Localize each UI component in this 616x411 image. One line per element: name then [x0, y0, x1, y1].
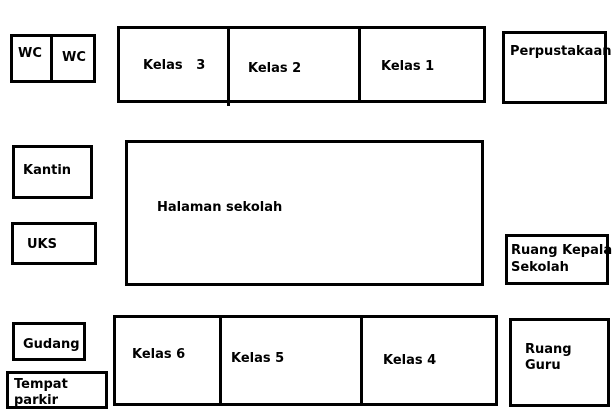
- kelas-2-1-divider: [358, 26, 361, 103]
- kelas-5-label: Kelas 5: [231, 351, 285, 366]
- uks-room: [11, 222, 97, 265]
- gudang-label: Gudang: [23, 337, 80, 352]
- kelas-4-label: Kelas 4: [383, 353, 437, 368]
- wc-divider: [50, 34, 53, 83]
- ruang-kepala-line2-label: Sekolah: [511, 260, 569, 275]
- kelas-1-label: Kelas 1: [381, 59, 435, 74]
- tempat-parkir-line1-label: Tempat: [14, 377, 68, 392]
- halaman-sekolah-label: Halaman sekolah: [157, 200, 283, 215]
- ruang-kepala-sekolah-room: [505, 234, 609, 285]
- halaman-sekolah-area: [125, 140, 484, 286]
- kantin-room: [12, 145, 93, 199]
- ruang-guru-line1-label: Ruang: [525, 342, 572, 357]
- bottom-classroom-block: [113, 315, 498, 406]
- kelas-6-5-divider: [219, 315, 222, 406]
- ruang-guru-line2-label: Guru: [525, 358, 561, 373]
- uks-label: UKS: [27, 237, 57, 252]
- kelas-3-2-divider: [227, 26, 230, 106]
- gudang-room: [12, 322, 86, 361]
- ruang-kepala-line1-label: Ruang Kepala: [511, 243, 613, 258]
- kelas-5-4-divider: [360, 315, 363, 406]
- tempat-parkir-line2-label: parkir: [14, 393, 59, 408]
- kantin-label: Kantin: [23, 163, 72, 178]
- wc-right-label: WC: [62, 50, 86, 65]
- wc-block: [10, 34, 96, 83]
- ruang-guru-room: [509, 318, 610, 407]
- kelas-6-label: Kelas 6: [132, 347, 186, 362]
- wc-left-label: WC: [18, 46, 42, 61]
- kelas-3-label: Kelas 3: [143, 58, 206, 73]
- perpustakaan-label: Perpustakaan: [510, 44, 612, 59]
- kelas-2-label: Kelas 2: [248, 61, 302, 76]
- perpustakaan-room: [502, 31, 607, 104]
- top-classroom-block: [117, 26, 486, 103]
- tempat-parkir-area: [6, 371, 108, 409]
